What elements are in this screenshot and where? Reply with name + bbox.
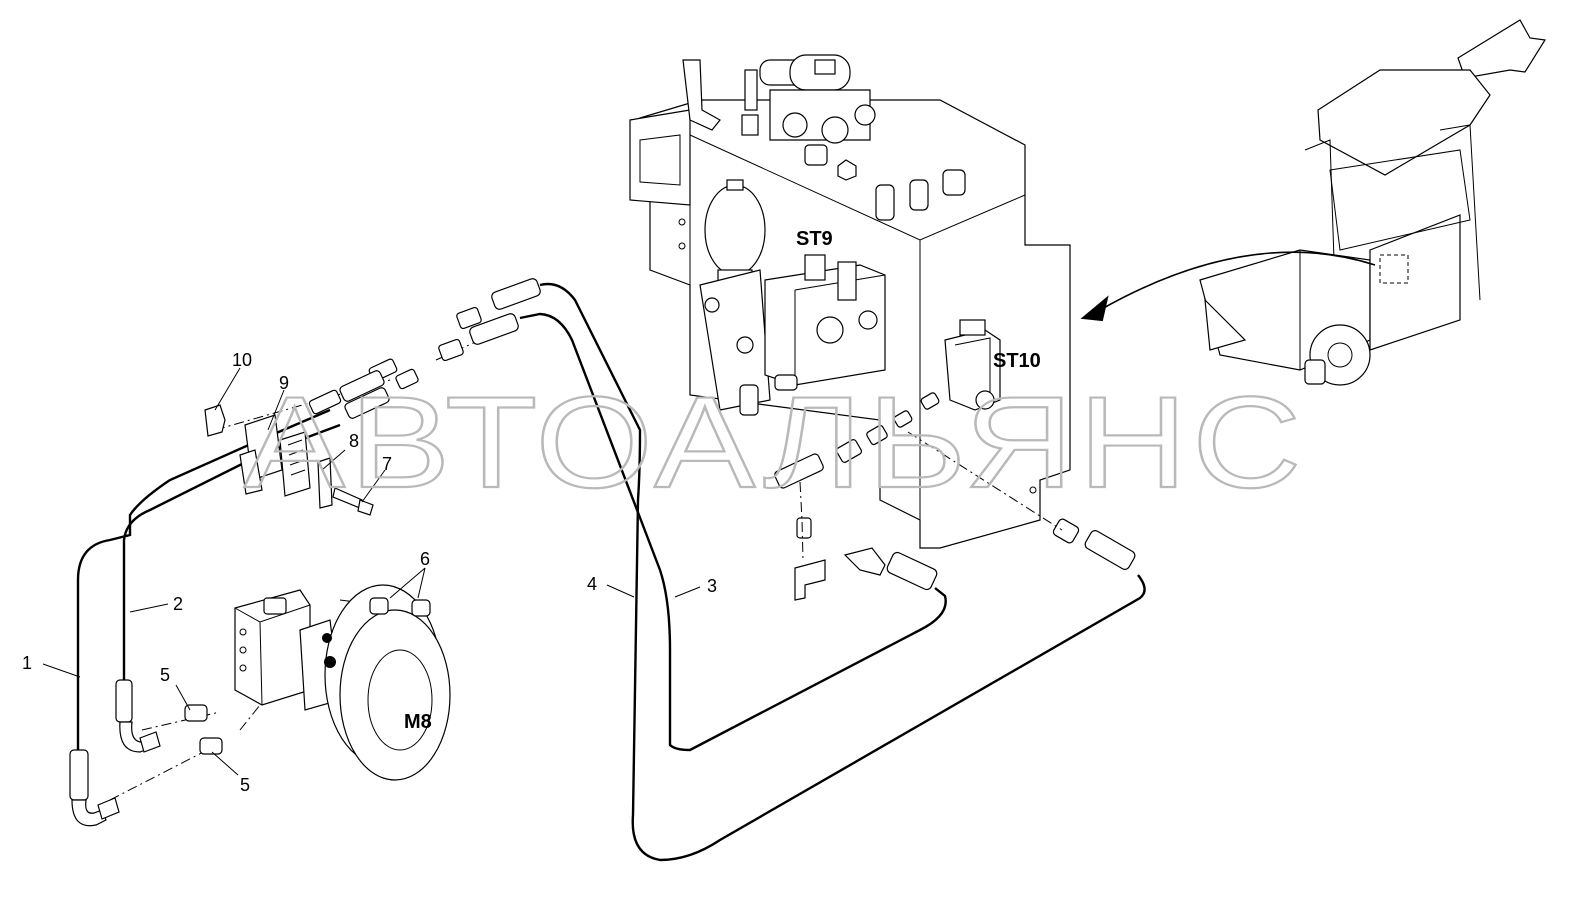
hydraulic-motor-m8 <box>184 584 451 781</box>
callout-10: 10 <box>232 350 252 370</box>
callout-4: 4 <box>587 574 597 594</box>
st10-label: ST10 <box>993 350 1041 372</box>
callout-5-upper: 5 <box>160 665 170 685</box>
callout-3: 3 <box>707 576 717 596</box>
callout-6: 6 <box>420 549 430 569</box>
callout-7: 7 <box>382 454 392 474</box>
callout-numbers: 1 2 3 4 5 5 6 7 8 9 10 <box>22 350 717 795</box>
clamp-assembly <box>204 404 374 516</box>
hose-end-fittings <box>69 278 541 827</box>
st9-label: ST9 <box>796 228 833 250</box>
callout-5-lower: 5 <box>240 775 250 795</box>
callout-9: 9 <box>279 373 289 393</box>
fittings <box>774 392 1136 601</box>
watermark-text: АВТОАЛЬЯНС <box>244 369 1306 515</box>
callout-leaders <box>42 367 701 776</box>
callout-8: 8 <box>349 431 359 451</box>
callout-2: 2 <box>173 594 183 614</box>
hoses <box>76 282 1146 862</box>
view-direction-arrow-icon <box>1457 19 1547 79</box>
callout-1: 1 <box>22 653 32 673</box>
hydraulic-tank <box>629 54 1071 549</box>
m8-label: M8 <box>404 711 432 733</box>
paver-overview <box>1080 19 1547 386</box>
